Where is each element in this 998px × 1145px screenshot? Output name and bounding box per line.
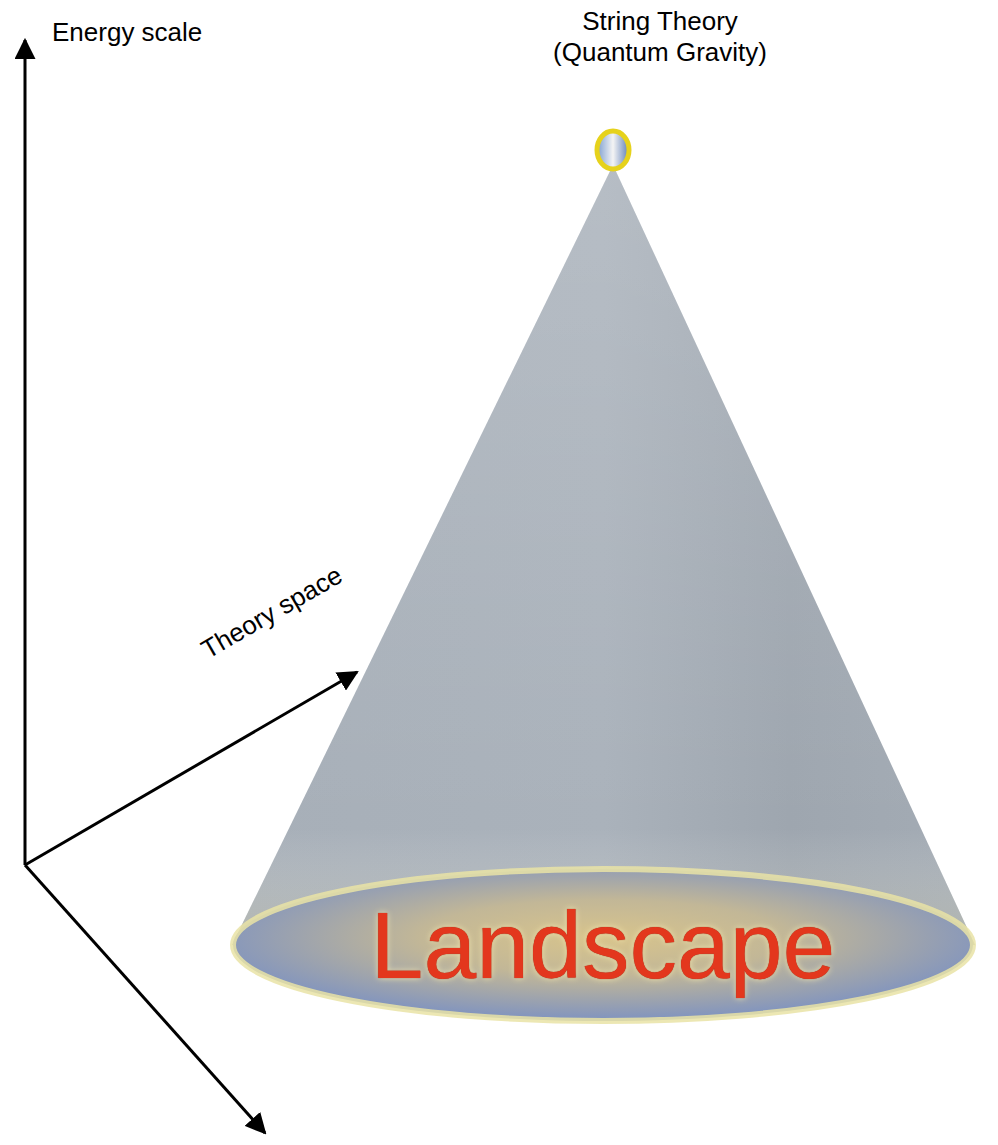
axis-label: Theory space — [197, 560, 348, 664]
cone — [232, 165, 975, 945]
theory-axis — [25, 672, 357, 865]
landscape-ellipse-fill — [233, 869, 973, 1021]
apex-oval — [597, 131, 629, 169]
node-heading: String Theory (Quantum Gravity) — [535, 6, 785, 68]
third-axis — [25, 865, 265, 1133]
cone-shade — [232, 165, 975, 945]
cone-body — [232, 165, 975, 945]
apex-node: String Theory (Quantum Gravity) — [535, 6, 785, 182]
axis-label: Energy scale — [52, 18, 202, 47]
energy-axis — [24, 40, 27, 865]
region-label: Landscape — [371, 898, 836, 993]
landscape-ellipse: Landscape — [231, 867, 975, 1023]
